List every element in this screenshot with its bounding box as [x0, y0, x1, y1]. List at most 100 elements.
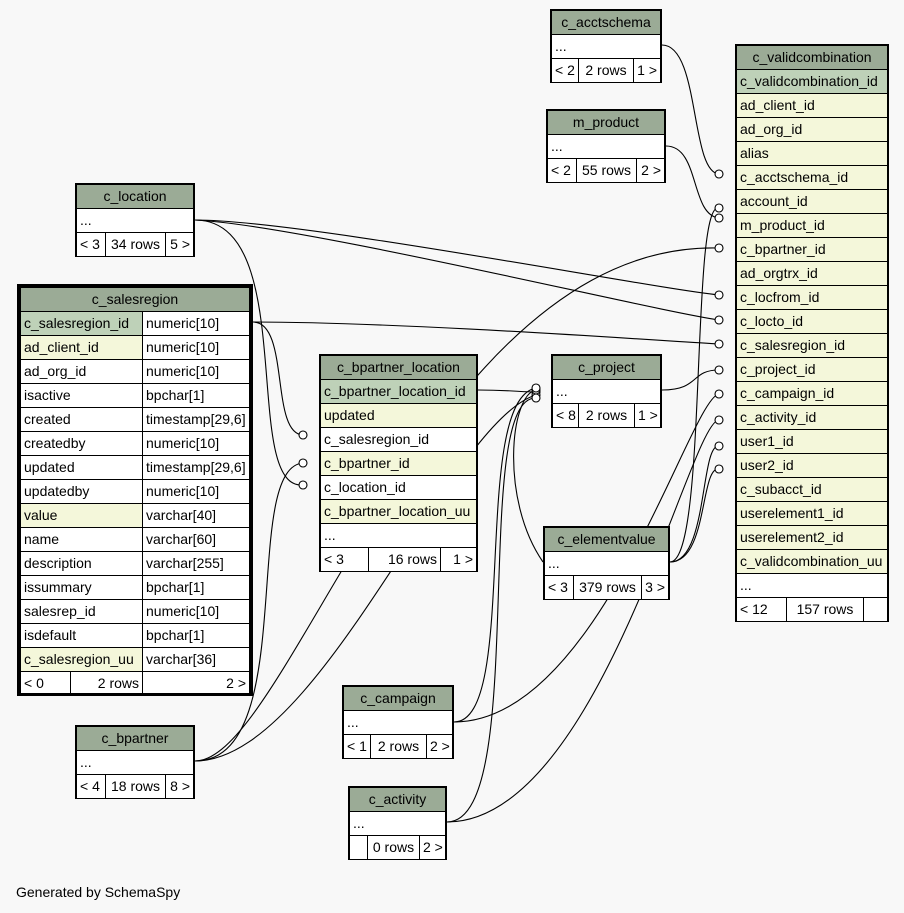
table-title[interactable]: c_campaign	[343, 686, 453, 711]
column-row-updated[interactable]: updated	[320, 403, 477, 428]
parents-count[interactable]: < 3	[320, 547, 369, 572]
column-name[interactable]: c_activity_id	[736, 405, 888, 430]
table-c-acctschema[interactable]: c_acctschema ... < 2 2 rows 1 >	[550, 9, 662, 83]
column-row-user2-id[interactable]: user2_id	[736, 453, 888, 478]
column-row-c-bpartner-location-uu[interactable]: c_bpartner_location_uu	[320, 499, 477, 524]
children-count[interactable]: 5 >	[165, 232, 194, 257]
table-title[interactable]: c_acctschema	[551, 10, 661, 35]
column-name[interactable]: c_locto_id	[736, 309, 888, 334]
children-count[interactable]: 2 >	[426, 734, 453, 759]
column-row-c-bpartner-id[interactable]: c_bpartner_id	[736, 237, 888, 262]
column-name[interactable]: c_bpartner_id	[736, 237, 888, 262]
column-name[interactable]: ad_client_id	[20, 335, 143, 360]
column-name[interactable]: c_validcombination_uu	[736, 549, 888, 574]
column-name[interactable]: updated	[20, 455, 143, 480]
column-row-c-bpartner-id[interactable]: c_bpartner_id	[320, 451, 477, 476]
children-count[interactable]: 2 >	[636, 158, 665, 183]
column-row-c-bpartner-location-id[interactable]: c_bpartner_location_id	[320, 379, 477, 404]
table-title[interactable]: c_bpartner_location	[320, 355, 477, 380]
parents-count[interactable]: < 3	[76, 232, 106, 257]
parents-count[interactable]: < 12	[736, 597, 787, 622]
column-name[interactable]: userelement1_id	[736, 501, 888, 526]
children-count[interactable]: 8 >	[165, 774, 194, 799]
column-name[interactable]: created	[20, 407, 143, 432]
column-row-c-project-id[interactable]: c_project_id	[736, 357, 888, 382]
table-title[interactable]: c_location	[76, 184, 194, 209]
column-name[interactable]: c_locfrom_id	[736, 285, 888, 310]
column-row-ad-orgtrx-id[interactable]: ad_orgtrx_id	[736, 261, 888, 286]
table-c-campaign[interactable]: c_campaign ... < 1 2 rows 2 >	[342, 685, 454, 759]
column-name[interactable]: c_bpartner_id	[320, 451, 477, 476]
column-name[interactable]: c_campaign_id	[736, 381, 888, 406]
column-name[interactable]: c_salesregion_uu	[20, 647, 143, 672]
table-title[interactable]: c_project	[552, 355, 661, 380]
parents-count[interactable]: < 3	[544, 575, 574, 600]
column-name[interactable]: c_bpartner_location_id	[320, 379, 477, 404]
children-count[interactable]: 1 >	[634, 403, 661, 428]
table-c-activity[interactable]: c_activity ... 0 rows 2 >	[348, 786, 447, 860]
parents-count[interactable]: < 4	[76, 774, 106, 799]
column-row-userelement2-id[interactable]: userelement2_id	[736, 525, 888, 550]
column-row-c-locto-id[interactable]: c_locto_id	[736, 309, 888, 334]
column-name[interactable]: alias	[736, 141, 888, 166]
table-title[interactable]: c_salesregion	[20, 287, 250, 312]
table-c-location[interactable]: c_location ... < 3 34 rows 5 >	[75, 183, 195, 257]
parents-count[interactable]: < 1	[343, 734, 371, 759]
column-name[interactable]: c_bpartner_location_uu	[320, 499, 477, 524]
column-name[interactable]: c_validcombination_id	[736, 69, 888, 94]
column-name[interactable]: ad_client_id	[736, 93, 888, 118]
column-row-c-validcombination-uu[interactable]: c_validcombination_uu	[736, 549, 888, 574]
table-title[interactable]: m_product	[547, 110, 665, 135]
column-row-user1-id[interactable]: user1_id	[736, 429, 888, 454]
column-name[interactable]: issummary	[20, 575, 143, 600]
column-name[interactable]: isdefault	[20, 623, 143, 648]
column-row-ad-org-id[interactable]: ad_org_id	[736, 117, 888, 142]
table-m-product[interactable]: m_product ... < 2 55 rows 2 >	[546, 109, 666, 183]
column-name[interactable]: c_salesregion_id	[20, 311, 143, 336]
column-name[interactable]: value	[20, 503, 143, 528]
table-c-bpartner[interactable]: c_bpartner ... < 4 18 rows 8 >	[75, 725, 195, 799]
table-title[interactable]: c_validcombination	[736, 45, 888, 70]
column-row-m-product-id[interactable]: m_product_id	[736, 213, 888, 238]
column-name[interactable]: ad_org_id	[736, 117, 888, 142]
parents-count[interactable]: < 0	[20, 671, 71, 696]
column-name[interactable]: user2_id	[736, 453, 888, 478]
table-c-project[interactable]: c_project ... < 8 2 rows 1 >	[551, 354, 662, 428]
column-row-account-id[interactable]: account_id	[736, 189, 888, 214]
parents-count[interactable]	[349, 835, 368, 860]
column-name[interactable]: ad_org_id	[20, 359, 143, 384]
table-title[interactable]: c_bpartner	[76, 726, 194, 751]
children-count[interactable]: 1 >	[440, 547, 477, 572]
column-name[interactable]: createdby	[20, 431, 143, 456]
column-name[interactable]: updatedby	[20, 479, 143, 504]
children-count[interactable]: 2 >	[142, 671, 250, 696]
column-row-alias[interactable]: alias	[736, 141, 888, 166]
column-name[interactable]: c_salesregion_id	[736, 333, 888, 358]
column-name[interactable]: account_id	[736, 189, 888, 214]
column-name[interactable]: c_subacct_id	[736, 477, 888, 502]
children-count[interactable]: 2 >	[419, 835, 446, 860]
column-name[interactable]: m_product_id	[736, 213, 888, 238]
table-title[interactable]: c_activity	[349, 787, 446, 812]
children-count[interactable]: 1 >	[633, 58, 661, 83]
parents-count[interactable]: < 2	[547, 158, 577, 183]
column-name[interactable]: user1_id	[736, 429, 888, 454]
column-row-c-campaign-id[interactable]: c_campaign_id	[736, 381, 888, 406]
children-count[interactable]	[863, 597, 888, 622]
table-c-elementvalue[interactable]: c_elementvalue ... < 3 379 rows 3 >	[543, 526, 670, 600]
children-count[interactable]: 3 >	[641, 575, 669, 600]
